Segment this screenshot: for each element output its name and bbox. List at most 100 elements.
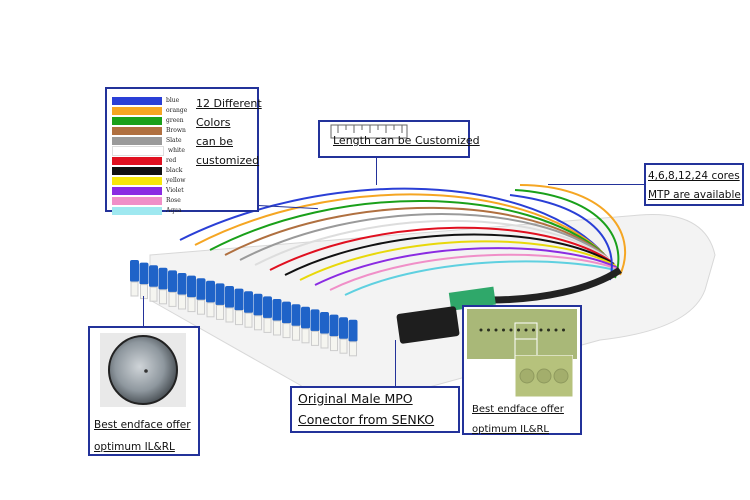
endface-left-leader-line (143, 296, 144, 326)
endface-right-line-1: Best endface offer (472, 404, 564, 415)
fiber-core-dot (524, 328, 528, 332)
color-swatch (112, 117, 162, 125)
cores-box (644, 163, 744, 206)
color-swatch (112, 107, 162, 115)
fiber-core-dot (539, 328, 543, 332)
color-swatch (112, 207, 162, 215)
fiber-core-dot (547, 328, 550, 332)
lc-connector (149, 265, 158, 302)
lc-connector (301, 306, 310, 344)
lc-connector (234, 288, 244, 326)
color-swatch (112, 187, 162, 195)
cores-text: 4,6,8,12,24 cores MTP are available (648, 167, 741, 205)
endface-left-line-1: Best endface offer (94, 419, 191, 431)
color-swatch-row: blue (112, 96, 187, 106)
color-name: white (168, 147, 185, 154)
mpo-endface-image (467, 309, 577, 359)
color-name: orange (166, 107, 188, 114)
length-label: Length can be Customized (333, 134, 480, 147)
lc-connector (329, 314, 339, 352)
fiber-core-dot (479, 328, 483, 332)
color-swatch-row: green (112, 116, 187, 126)
cores-line-2: MTP are available (648, 189, 741, 201)
color-swatch (112, 146, 164, 156)
endface-left-image (100, 333, 186, 407)
color-name: Brown (166, 127, 186, 134)
fiber-core-dot (509, 328, 513, 332)
color-swatch-row: Brown (112, 126, 187, 136)
fiber-core-dot (517, 328, 520, 332)
color-swatch-row: Aqua (112, 206, 187, 216)
colors-title-line-3: can be (196, 135, 234, 148)
color-name: green (166, 117, 184, 124)
fiber-core-dot (554, 328, 558, 332)
mpo-box (290, 386, 460, 433)
mpo-text: Original Male MPO Conector from SENKO (298, 388, 434, 430)
ruler-icon (330, 124, 408, 139)
mpo-line-2: Conector from SENKO (298, 412, 435, 427)
lc-connector (196, 278, 206, 315)
color-swatch-row: black (112, 166, 187, 176)
lc-connector (320, 312, 329, 349)
cores-line-1: 4,6,8,12,24 cores (648, 170, 740, 182)
colors-title-line-4: customized (196, 154, 260, 167)
lc-connector (177, 273, 187, 310)
color-name: red (166, 157, 177, 164)
length-leader-line (376, 157, 377, 185)
lc-connector (139, 262, 149, 300)
fiber-core-dot (494, 328, 498, 332)
color-swatch (112, 97, 162, 105)
color-swatch-row: orange (112, 106, 187, 116)
lc-connector (310, 309, 320, 346)
endface-left-line-2: optimum IL&RL (94, 441, 175, 453)
lc-connector (225, 286, 234, 323)
cores-leader-line (548, 184, 644, 185)
lc-connector (348, 319, 358, 357)
lc-connector (215, 283, 225, 320)
color-swatch (112, 137, 162, 145)
endface-right-line-2: optimum IL&RL (472, 424, 550, 435)
endface-left-text: Best endface offer optimum IL&RL (94, 414, 191, 458)
lc-connector (206, 280, 215, 318)
colors-title-line-1: 12 Different (196, 97, 262, 110)
fiber-core-dot (532, 328, 535, 332)
lc-connector (282, 301, 291, 339)
mpo-leader-line (395, 340, 396, 386)
color-swatch (112, 197, 162, 205)
color-name: Slate (166, 137, 182, 144)
color-swatch (112, 177, 162, 185)
color-name: yellow (166, 177, 186, 184)
color-name: blue (166, 97, 180, 104)
mpo-endface-zoom-image (515, 355, 573, 397)
color-name: Aqua (166, 207, 182, 214)
color-name: black (166, 167, 183, 174)
color-name: Violet (166, 187, 184, 194)
lc-connector (339, 317, 348, 354)
lc-connector (244, 291, 253, 328)
color-swatch-row: red (112, 156, 187, 166)
color-swatch (112, 127, 162, 135)
lc-connector (291, 304, 301, 341)
color-swatch (112, 167, 162, 175)
lc-connector (187, 275, 196, 313)
lc-connector (158, 267, 168, 305)
fiber-core-dot (487, 328, 490, 332)
lc-connector (168, 270, 177, 307)
colors-title-line-2: Colors (196, 116, 231, 129)
lc-connector (263, 296, 272, 333)
lc-connector (272, 299, 282, 336)
lc-connector (130, 260, 139, 297)
lc-connector (253, 293, 263, 331)
color-swatch-row: white (112, 146, 187, 156)
fiber-core-dot (562, 328, 565, 332)
color-name: Rose (166, 197, 181, 204)
fiber-core-dot (502, 328, 505, 332)
color-swatch-row: yellow (112, 176, 187, 186)
color-swatch-row: Rose (112, 196, 187, 206)
endface-right-text: Best endface offer optimum IL&RL (472, 400, 564, 440)
color-swatch-row: Slate (112, 136, 187, 146)
color-swatch-row: Violet (112, 186, 187, 196)
mpo-line-1: Original Male MPO (298, 391, 413, 406)
